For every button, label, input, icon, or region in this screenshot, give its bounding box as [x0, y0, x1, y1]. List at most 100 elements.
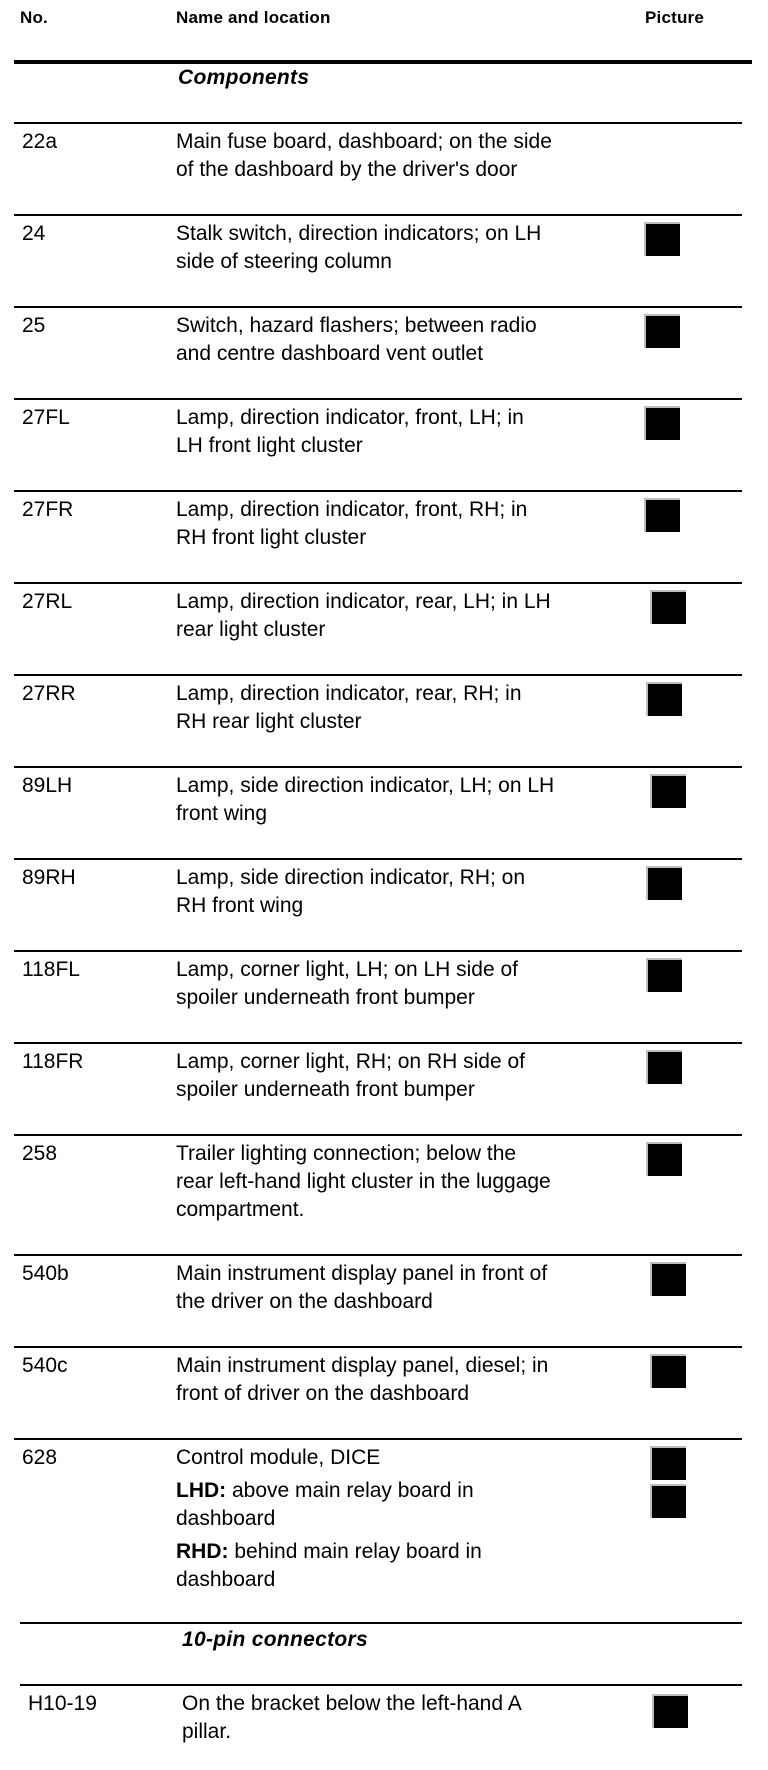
- row-text-line: Lamp, direction indicator, front, LH; in: [176, 406, 524, 429]
- row-name-location: Main instrument display panel, diesel; i…: [176, 1352, 646, 1408]
- rhd-text: behind main relay board in: [228, 1540, 482, 1563]
- row-name-location: Stalk switch, direction indicators; on L…: [176, 220, 646, 276]
- row-text-line: compartment.: [176, 1198, 305, 1221]
- row-text-line: front of driver on the dashboard: [176, 1382, 470, 1405]
- row-number: 27RR: [22, 682, 76, 705]
- row-divider: [20, 1684, 742, 1686]
- picture-thumbnail[interactable]: [644, 222, 680, 256]
- row-number: 27FR: [22, 498, 74, 521]
- row-divider: [14, 1346, 742, 1348]
- row-divider: [14, 858, 742, 860]
- row-number: 258: [22, 1142, 58, 1165]
- row-number: 27RL: [22, 590, 73, 613]
- column-header-no: No.: [20, 8, 48, 27]
- section-title-10-pin-connectors: 10-pin connectors: [182, 1628, 368, 1651]
- row-divider: [14, 1042, 742, 1044]
- row-number: 540c: [22, 1354, 68, 1377]
- row-divider: [14, 766, 742, 768]
- row-divider: [14, 950, 742, 952]
- row-text-line: Switch, hazard flashers; between radio: [176, 314, 537, 337]
- row-text-line: Lamp, corner light, LH; on LH side of: [176, 958, 519, 981]
- row-name-location: Lamp, direction indicator, rear, LH; in …: [176, 588, 646, 644]
- lhd-text: above main relay board in: [226, 1479, 474, 1502]
- row-name-location: Lamp, corner light, LH; on LH side of sp…: [176, 956, 646, 1012]
- picture-thumbnail[interactable]: [650, 1262, 686, 1296]
- row-text-line: Main instrument display panel, diesel; i…: [176, 1354, 549, 1377]
- picture-thumbnail[interactable]: [644, 314, 680, 348]
- lhd-text-continued: dashboard: [176, 1507, 276, 1530]
- row-text-line: the driver on the dashboard: [176, 1290, 433, 1313]
- row-text-line: On the bracket below the left-hand A: [182, 1692, 522, 1715]
- row-name-location: Lamp, side direction indicator, LH; on L…: [176, 772, 646, 828]
- row-divider: [14, 490, 742, 492]
- row-number: 628: [22, 1446, 58, 1469]
- column-header-name-location: Name and location: [176, 8, 331, 27]
- row-number: 540b: [22, 1262, 69, 1285]
- row-name-location: Lamp, direction indicator, rear, RH; in …: [176, 680, 646, 736]
- picture-thumbnail[interactable]: [646, 1142, 682, 1176]
- row-name-location: On the bracket below the left-hand A pil…: [182, 1690, 652, 1746]
- row-text-line: Lamp, side direction indicator, RH; on: [176, 866, 526, 889]
- lhd-label: LHD:: [176, 1479, 227, 1502]
- row-text-line: RH front wing: [176, 894, 304, 917]
- row-text-line: Lamp, side direction indicator, LH; on L…: [176, 774, 555, 797]
- row-name-location: Trailer lighting connection; below the r…: [176, 1140, 646, 1224]
- row-name-location: Lamp, corner light, RH; on RH side of sp…: [176, 1048, 646, 1104]
- row-text-line: Main instrument display panel in front o…: [176, 1262, 548, 1285]
- row-text-line: Main fuse board, dashboard; on the side: [176, 130, 552, 153]
- row-text-line: Stalk switch, direction indicators; on L…: [176, 222, 542, 245]
- row-text-line: pillar.: [182, 1720, 232, 1743]
- row-number: 118FR: [22, 1050, 84, 1073]
- row-name-location: Main instrument display panel in front o…: [176, 1260, 646, 1316]
- row-number: H10-19: [28, 1692, 97, 1715]
- row-divider: [14, 1134, 742, 1136]
- picture-thumbnail[interactable]: [650, 1484, 686, 1518]
- row-divider: [14, 398, 742, 400]
- header-divider: [14, 60, 752, 64]
- row-text-line: spoiler underneath front bumper: [176, 986, 475, 1009]
- row-name-location: Switch, hazard flashers; between radio a…: [176, 312, 646, 368]
- section-title-components: Components: [178, 66, 310, 89]
- row-text-line: and centre dashboard vent outlet: [176, 342, 484, 365]
- row-text-line: Control module, DICE: [176, 1446, 381, 1469]
- row-text-line: LH front light cluster: [176, 434, 363, 457]
- picture-thumbnail[interactable]: [652, 1694, 688, 1728]
- row-text-line: Lamp, corner light, RH; on RH side of: [176, 1050, 525, 1073]
- row-divider: [14, 582, 742, 584]
- row-text-line: RH front light cluster: [176, 526, 367, 549]
- row-text-line: front wing: [176, 802, 268, 825]
- picture-thumbnail[interactable]: [646, 682, 682, 716]
- row-text-line: Lamp, direction indicator, rear, RH; in: [176, 682, 522, 705]
- row-text-line: Lamp, direction indicator, rear, LH; in …: [176, 590, 551, 613]
- row-divider: [14, 674, 742, 676]
- row-number: 27FL: [22, 406, 70, 429]
- picture-thumbnail[interactable]: [650, 774, 686, 808]
- picture-thumbnail[interactable]: [646, 958, 682, 992]
- picture-thumbnail[interactable]: [646, 866, 682, 900]
- row-text-line: side of steering column: [176, 250, 392, 273]
- picture-thumbnail[interactable]: [644, 406, 680, 440]
- picture-thumbnail[interactable]: [650, 1446, 686, 1480]
- row-number: 24: [22, 222, 46, 245]
- picture-thumbnail[interactable]: [644, 498, 680, 532]
- row-number: 89RH: [22, 866, 76, 889]
- row-number: 89LH: [22, 774, 73, 797]
- picture-thumbnail[interactable]: [646, 1050, 682, 1084]
- row-number: 118FL: [22, 958, 80, 981]
- rhd-label: RHD:: [176, 1540, 229, 1563]
- picture-thumbnail[interactable]: [650, 590, 686, 624]
- row-divider: [14, 1438, 742, 1440]
- row-number: 22a: [22, 130, 58, 153]
- row-number: 25: [22, 314, 46, 337]
- row-text-line: RH rear light cluster: [176, 710, 362, 733]
- row-text-line: Trailer lighting connection; below the: [176, 1142, 517, 1165]
- row-divider: [14, 122, 742, 124]
- row-name-location: Lamp, direction indicator, front, LH; in…: [176, 404, 646, 460]
- row-text-line: of the dashboard by the driver's door: [176, 158, 518, 181]
- rhd-text-continued: dashboard: [176, 1568, 276, 1591]
- picture-thumbnail[interactable]: [650, 1354, 686, 1388]
- row-divider: [14, 306, 742, 308]
- column-header-picture: Picture: [645, 8, 705, 27]
- row-name-location: Main fuse board, dashboard; on the side …: [176, 128, 646, 184]
- row-name-location: Control module, DICE LHD: above main rel…: [176, 1444, 646, 1594]
